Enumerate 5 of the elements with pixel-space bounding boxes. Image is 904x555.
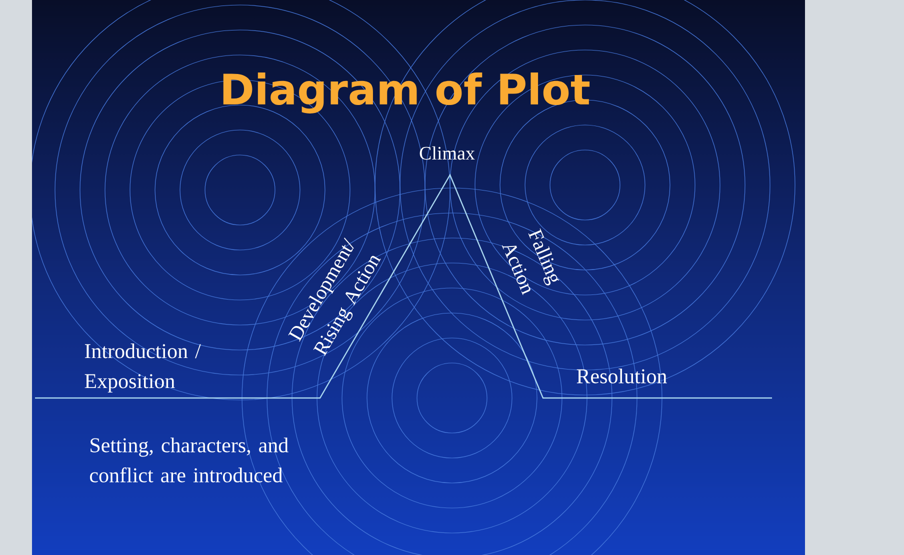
plot-label: Falling Action <box>502 228 560 296</box>
plot-label: Setting, characters, and conflict are introduced <box>90 438 288 482</box>
plot-label: Resolution <box>576 368 667 384</box>
plot-label: Climax <box>420 146 475 160</box>
plot-label: Introduction / Exposition <box>84 343 201 393</box>
